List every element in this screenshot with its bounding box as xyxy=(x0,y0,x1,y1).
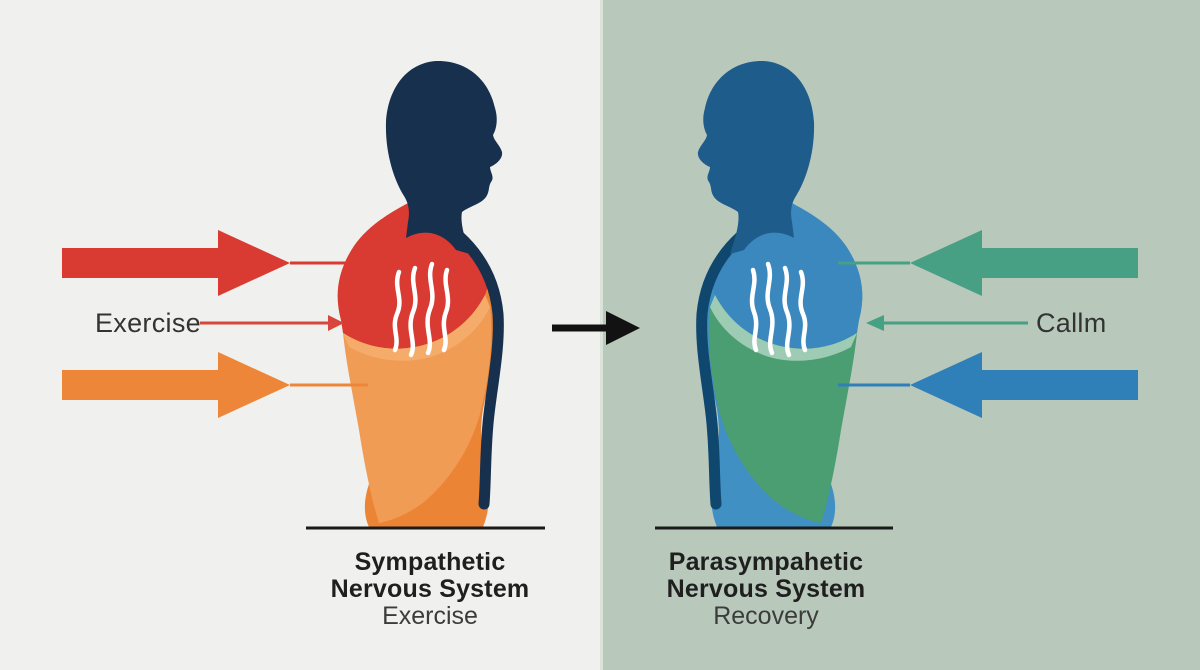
parasympathetic-figure xyxy=(698,60,863,527)
sympathetic-caption-line2: Nervous System xyxy=(330,575,530,603)
exercise-label-arrowhead-icon xyxy=(328,315,344,331)
calm-side-label: Callm xyxy=(1036,308,1107,338)
red-arrow-icon xyxy=(62,230,290,296)
parasympathetic-caption-line1: Parasympahetic xyxy=(668,548,864,576)
parasympathetic-caption: Parasympahetic Nervous System Recovery xyxy=(616,549,916,630)
green-arrow-icon xyxy=(910,230,1138,296)
exercise-side-label: Exercise xyxy=(95,308,201,338)
calm-label-arrowhead-icon xyxy=(866,315,884,331)
blue-arrow-icon xyxy=(910,352,1138,418)
transition-arrow-icon xyxy=(552,311,640,345)
parasympathetic-caption-subtitle: Recovery xyxy=(713,602,819,630)
sympathetic-caption-line1: Sympathetic xyxy=(354,548,506,576)
sympathetic-figure xyxy=(337,60,502,527)
sympathetic-caption: Sympathetic Nervous System Exercise xyxy=(280,549,580,630)
transition-arrow-head xyxy=(606,311,640,345)
sympathetic-caption-subtitle: Exercise xyxy=(382,602,478,630)
parasympathetic-caption-line2: Nervous System xyxy=(666,575,866,603)
orange-arrow-icon xyxy=(62,352,290,418)
panel-divider xyxy=(600,0,603,670)
